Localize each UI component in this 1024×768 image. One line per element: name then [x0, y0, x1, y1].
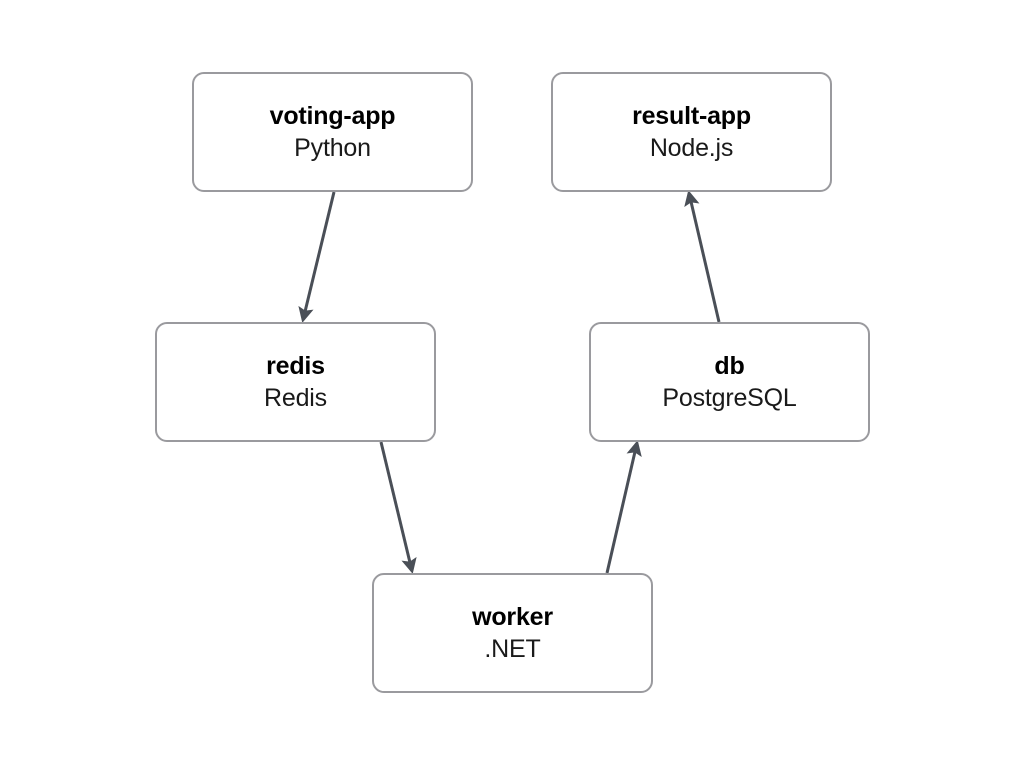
edge-voting-app-to-redis — [298, 191, 336, 323]
node-title: db — [714, 351, 745, 380]
node-worker[interactable]: worker .NET — [372, 573, 653, 693]
node-subtitle: PostgreSQL — [662, 383, 797, 412]
node-title: result-app — [632, 101, 751, 130]
node-subtitle: Redis — [264, 383, 327, 412]
node-subtitle: Node.js — [649, 133, 734, 162]
edge-redis-to-worker — [379, 441, 417, 574]
edge-worker-to-db — [605, 440, 642, 574]
node-title: redis — [266, 351, 325, 380]
node-result-app[interactable]: result-app Node.js — [551, 72, 832, 192]
edge-db-to-result-app — [684, 190, 721, 323]
node-subtitle: Python — [294, 133, 371, 162]
node-subtitle: .NET — [484, 634, 541, 663]
node-voting-app[interactable]: voting-app Python — [192, 72, 473, 192]
node-title: worker — [472, 602, 553, 631]
node-db[interactable]: db PostgreSQL — [589, 322, 870, 442]
node-title: voting-app — [269, 101, 396, 130]
node-redis[interactable]: redis Redis — [155, 322, 436, 442]
